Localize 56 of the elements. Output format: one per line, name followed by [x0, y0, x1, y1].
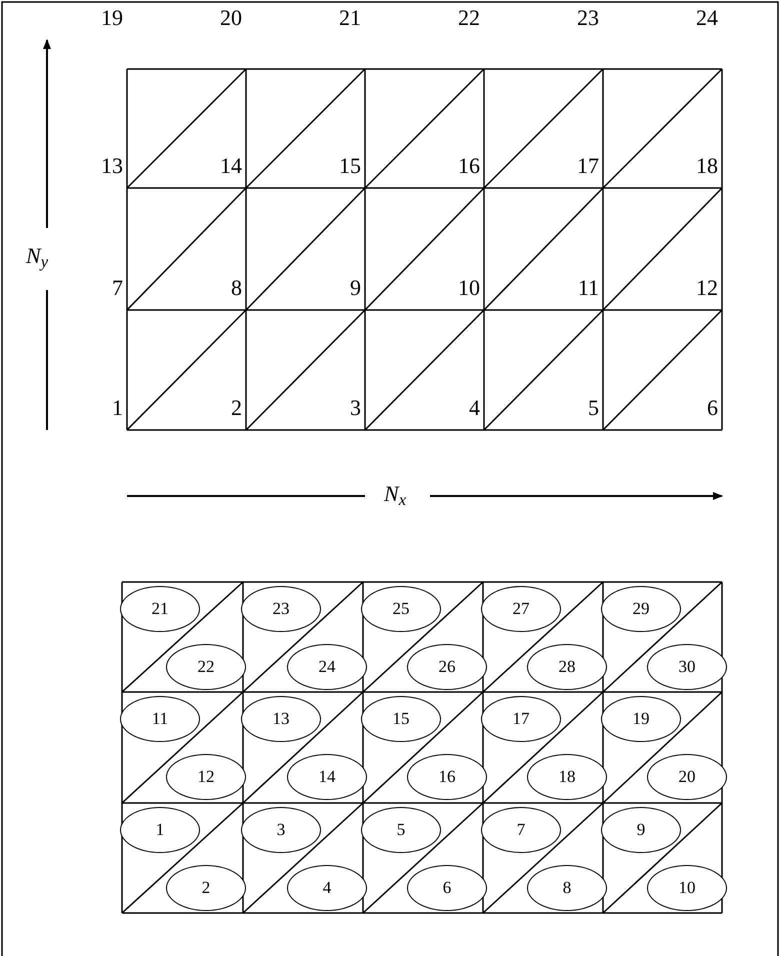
element-ellipse: 2 [166, 865, 246, 911]
element-ellipse: 12 [166, 754, 246, 800]
element-ellipse: 10 [647, 865, 727, 911]
element-ellipse: 29 [601, 586, 681, 632]
element-ellipse: 27 [481, 586, 561, 632]
node-number: 19 [101, 4, 123, 32]
node-number: 23 [577, 4, 599, 32]
node-number: 15 [339, 152, 361, 180]
element-ellipse: 4 [287, 865, 367, 911]
node-number: 13 [101, 152, 123, 180]
node-number: 3 [350, 394, 361, 422]
element-ellipse: 14 [287, 754, 367, 800]
element-ellipse: 21 [120, 586, 200, 632]
element-ellipse: 3 [241, 807, 321, 853]
axis-label: N$_{y}$ [26, 242, 48, 270]
node-number: 1 [112, 394, 123, 422]
element-ellipse: 24 [287, 644, 367, 690]
element-ellipse: 22 [166, 644, 246, 690]
node-number: 8 [231, 274, 242, 302]
element-ellipse: 13 [241, 696, 321, 742]
element-ellipse: 28 [527, 644, 607, 690]
node-number: 18 [696, 152, 718, 180]
node-number: 6 [707, 394, 718, 422]
element-ellipse: 23 [241, 586, 321, 632]
element-ellipse: 17 [481, 696, 561, 742]
node-number: 9 [350, 274, 361, 302]
element-ellipse: 8 [527, 865, 607, 911]
element-ellipse: 26 [407, 644, 487, 690]
element-ellipse: 20 [647, 754, 727, 800]
node-number: 4 [469, 394, 480, 422]
node-number: 17 [577, 152, 599, 180]
node-number: 14 [220, 152, 242, 180]
node-number: 20 [220, 4, 242, 32]
element-ellipse: 1 [120, 807, 200, 853]
element-ellipse: 30 [647, 644, 727, 690]
element-ellipse: 25 [361, 586, 441, 632]
element-ellipse: 15 [361, 696, 441, 742]
node-number: 22 [458, 4, 480, 32]
node-number: 11 [578, 274, 599, 302]
element-ellipse: 6 [407, 865, 487, 911]
element-ellipse: 19 [601, 696, 681, 742]
node-number: 7 [112, 274, 123, 302]
node-number: 5 [588, 394, 599, 422]
element-ellipse: 11 [120, 696, 200, 742]
node-number: 24 [696, 4, 718, 32]
element-ellipse: 16 [407, 754, 487, 800]
node-number: 10 [458, 274, 480, 302]
node-number: 21 [339, 4, 361, 32]
node-number: 2 [231, 394, 242, 422]
element-ellipse: 18 [527, 754, 607, 800]
element-ellipse: 5 [361, 807, 441, 853]
node-number: 12 [696, 274, 718, 302]
element-ellipse: 9 [601, 807, 681, 853]
axis-label: N$_{x}$ [384, 480, 406, 508]
node-number: 16 [458, 152, 480, 180]
element-ellipse: 7 [481, 807, 561, 853]
